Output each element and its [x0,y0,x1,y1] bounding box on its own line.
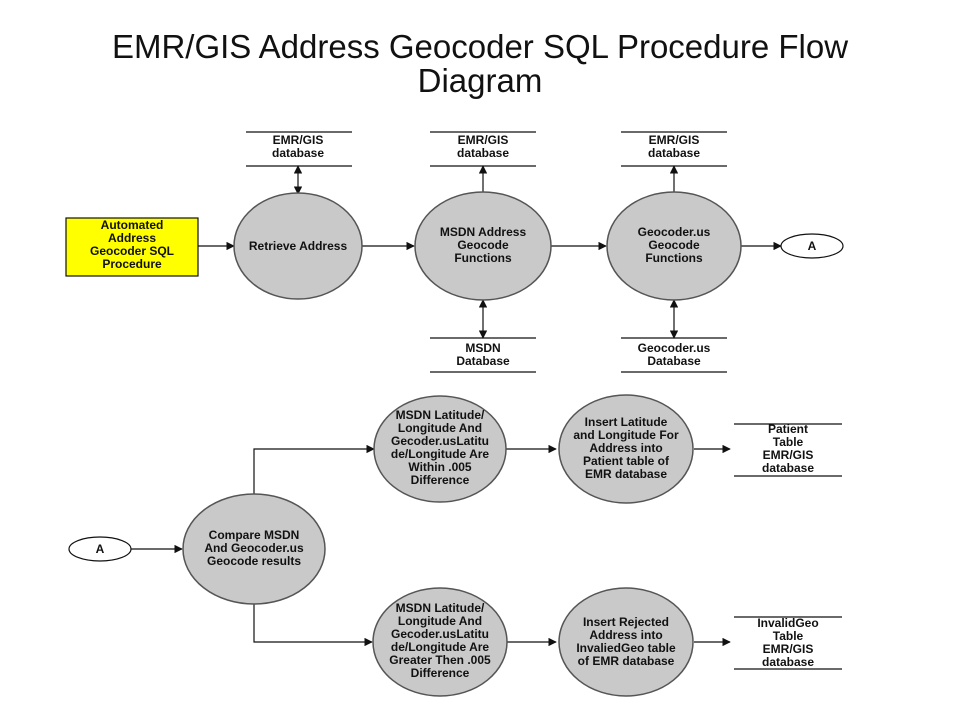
label-line: Greater Then .005 [389,653,491,667]
label-line: Address [108,231,156,245]
flow-arrows [131,165,782,647]
label-line: MSDN Latitude/ [396,601,485,615]
diagram-title-line-2: Diagram [417,62,543,99]
label-line: EMR database [585,467,667,481]
label-line: Geocoder SQL [90,244,174,258]
label-line: MSDN [465,341,500,355]
label-line: of EMR database [578,654,675,668]
label-line: Insert Latitude [585,415,668,429]
label-line: Address into [589,441,662,455]
label-line: database [648,146,700,160]
label-line: Table [773,435,804,449]
label-line: EMR/GIS [763,642,814,656]
label-line: Insert Rejected [583,615,669,629]
label-line: And Geocoder.us [204,541,304,555]
label-line: Within .005 [408,460,472,474]
label-line: InvaliedGeo table [576,641,676,655]
label-line: Automated [101,218,164,232]
label-line: database [762,655,814,669]
label-line: Geocode results [207,554,301,568]
label-line: Geocoder.us [638,225,711,239]
label-line: MSDN Address [440,225,527,239]
label-line: Compare MSDN [209,528,300,542]
label-line: EMR/GIS [763,448,814,462]
label-line: Functions [645,251,703,265]
connector-in-label: A [96,542,105,556]
label-line: Address into [589,628,662,642]
label-line: Longitude And [398,614,482,628]
label-line: Difference [411,666,470,680]
label-line: Geocoder.us [638,341,711,355]
label-line: Patient table of [583,454,670,468]
label-line: Functions [454,251,512,265]
process-retrieve-label: Retrieve Address [249,239,348,253]
label-line: InvalidGeo [757,616,818,630]
diagram-title-line-1: EMR/GIS Address Geocoder SQL Procedure F… [111,28,849,65]
label-line: Geocode [648,238,700,252]
label-line: database [272,146,324,160]
label-line: Longitude And [398,421,482,435]
label-line: Retrieve Address [249,239,348,253]
label-line: Procedure [102,257,162,271]
connector-a-out: A [780,233,844,259]
label-line: EMR/GIS [458,133,509,147]
label-line: Gecoder.usLatitu [391,627,489,641]
label-line: Gecoder.usLatitu [391,434,489,448]
label-line: and Longitude For [573,428,679,442]
label-line: Difference [411,473,470,487]
label-line: MSDN Latitude/ [396,408,485,422]
label-line: de/Longitude Are [391,640,490,654]
label-line: Geocode [457,238,509,252]
label-line: Table [773,629,804,643]
arrow-compare-to-greater [253,603,373,647]
label-line: Patient [768,422,808,436]
arrow-compare-to-within [253,444,375,495]
connector-a-in: A [68,536,132,562]
label-line: de/Longitude Are [391,447,490,461]
label-line: database [457,146,509,160]
process-retrieve-address: Retrieve Address [233,192,363,300]
label-line: EMR/GIS [649,133,700,147]
connector-out-label: A [808,239,817,253]
label-line: EMR/GIS [273,133,324,147]
label-line: database [762,461,814,475]
label-line: Database [647,354,701,368]
label-line: Database [456,354,510,368]
